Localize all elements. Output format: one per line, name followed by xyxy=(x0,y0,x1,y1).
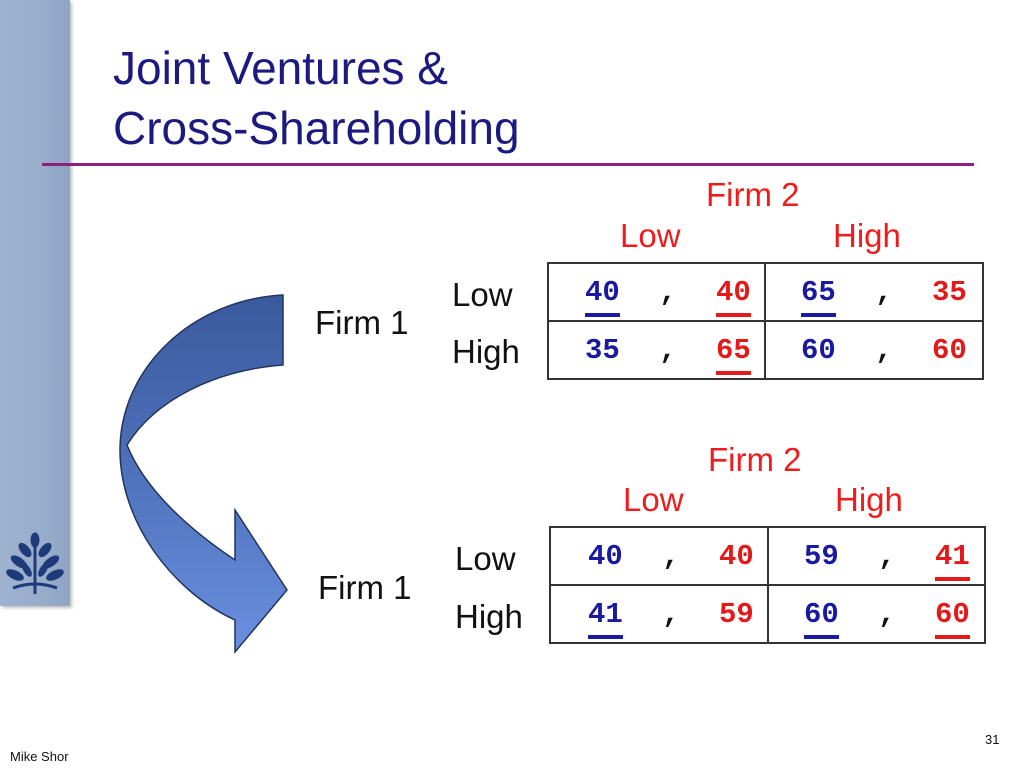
payoff-separator: , xyxy=(875,276,893,309)
payoff-matrix-bottom: 40 , 40 59 , 41 41 , 59 60 , 60 xyxy=(549,526,986,644)
payoff-firm1: 35 xyxy=(585,334,620,367)
cell-high-high-top: 60 , 60 xyxy=(801,334,967,368)
firm2-label-bottom: Firm 2 xyxy=(708,441,802,478)
row-label-low-bottom: Low xyxy=(455,540,516,577)
col-label-low-top: Low xyxy=(620,217,681,254)
sidebar-band xyxy=(0,0,70,606)
payoff-firm1: 60 xyxy=(804,598,839,639)
payoff-separator: , xyxy=(875,334,893,367)
payoff-separator: , xyxy=(659,276,677,309)
payoff-firm2: 40 xyxy=(716,276,751,317)
matrix-divider-h xyxy=(549,320,982,322)
payoff-firm1: 40 xyxy=(588,540,623,573)
payoff-firm2: 40 xyxy=(719,540,754,573)
payoff-firm2: 35 xyxy=(932,276,967,309)
row-label-high-bottom: High xyxy=(455,598,523,635)
payoff-separator: , xyxy=(662,540,680,573)
title-divider xyxy=(42,163,974,166)
payoff-separator: , xyxy=(662,598,680,631)
payoff-firm2: 41 xyxy=(935,540,970,581)
payoff-firm2: 65 xyxy=(716,334,751,375)
col-label-high-top: High xyxy=(833,217,901,254)
cell-high-low-top: 35 , 65 xyxy=(585,334,751,375)
cell-low-high-top: 65 , 35 xyxy=(801,276,967,317)
oak-leaf-emblem-icon xyxy=(6,532,64,594)
slide-title: Joint Ventures & Cross-Shareholding xyxy=(113,38,520,158)
title-line-2: Cross-Shareholding xyxy=(113,102,520,154)
page-number: 31 xyxy=(985,732,1000,747)
firm2-label-top: Firm 2 xyxy=(706,176,800,213)
payoff-firm1: 59 xyxy=(804,540,839,573)
payoff-firm2: 60 xyxy=(932,334,967,367)
firm1-label-top: Firm 1 xyxy=(315,304,409,341)
matrix-divider-h xyxy=(551,584,984,586)
payoff-firm2: 60 xyxy=(935,598,970,639)
payoff-separator: , xyxy=(878,598,896,631)
payoff-separator: , xyxy=(659,334,677,367)
payoff-matrix-top: 40 , 40 65 , 35 35 , 65 60 , 60 xyxy=(547,262,984,380)
row-label-high-top: High xyxy=(452,333,520,370)
cell-low-low-bottom: 40 , 40 xyxy=(588,540,754,574)
payoff-firm1: 41 xyxy=(588,598,623,639)
payoff-firm1: 40 xyxy=(585,276,620,317)
title-line-1: Joint Ventures & xyxy=(113,42,448,94)
cell-high-high-bottom: 60 , 60 xyxy=(804,598,970,639)
cell-low-low-top: 40 , 40 xyxy=(585,276,751,317)
payoff-firm1: 65 xyxy=(801,276,836,317)
col-label-low-bottom: Low xyxy=(623,481,684,518)
payoff-firm2: 59 xyxy=(719,598,754,631)
payoff-separator: , xyxy=(878,540,896,573)
author-footer: Mike Shor xyxy=(10,749,69,764)
firm1-label-bottom: Firm 1 xyxy=(318,569,412,606)
cell-high-low-bottom: 41 , 59 xyxy=(588,598,754,639)
col-label-high-bottom: High xyxy=(835,481,903,518)
payoff-firm1: 60 xyxy=(801,334,836,367)
cell-low-high-bottom: 59 , 41 xyxy=(804,540,970,581)
curved-arrow-icon xyxy=(119,294,288,655)
row-label-low-top: Low xyxy=(452,276,513,313)
